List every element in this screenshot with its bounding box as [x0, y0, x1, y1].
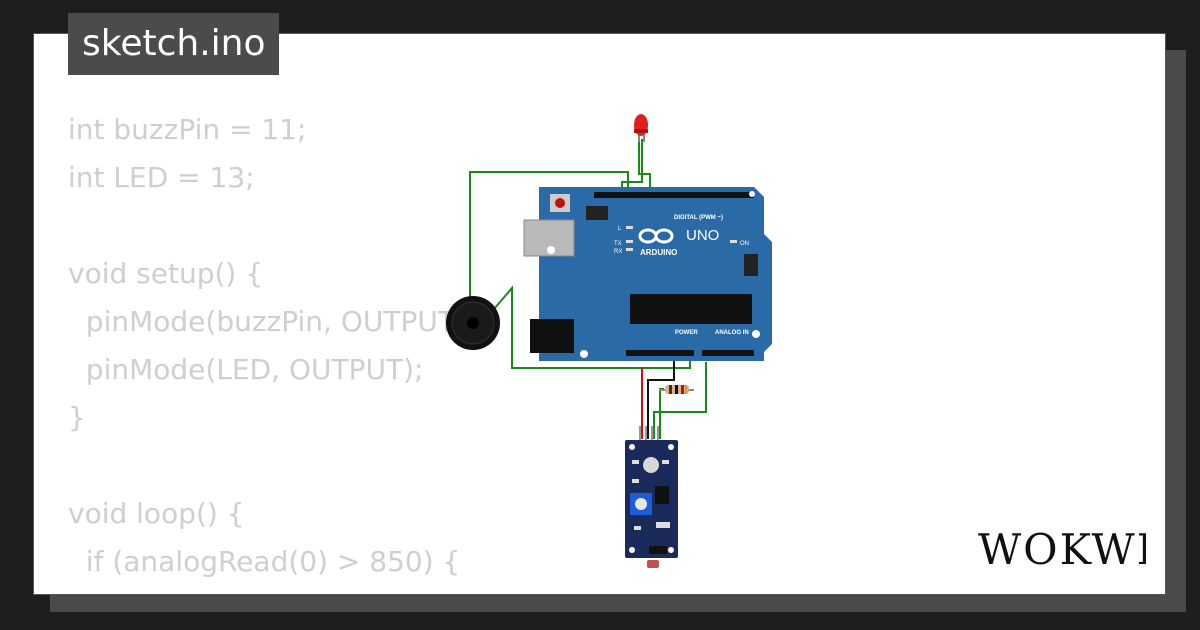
- power-jack: [530, 319, 574, 353]
- wire-sensor-ao: [659, 388, 664, 439]
- photoresistor-sensor-module[interactable]: [625, 426, 678, 568]
- analog-header-label: ANALOG IN: [715, 330, 749, 336]
- wire-sensor-gnd: [647, 357, 675, 439]
- board-brand-label: ARDUINO: [640, 248, 677, 257]
- red-led[interactable]: [634, 114, 648, 142]
- power-header: [626, 350, 694, 356]
- wire-buzzer-pin: [493, 285, 691, 369]
- code-line: pinMode(LED, OUTPUT);: [68, 353, 424, 386]
- circuit-diagram: UNO ARDUINO DIGITAL (PWM ~) POWER ANALOG…: [446, 114, 772, 568]
- code-line: if (analogRead(0) > 850) {: [68, 545, 461, 578]
- wire-sensor-vcc: [641, 367, 644, 439]
- power-header-label: POWER: [675, 330, 698, 336]
- buzzer[interactable]: [446, 296, 500, 350]
- board-model-label: UNO: [686, 227, 719, 244]
- wire-led-anode: [638, 139, 651, 194]
- led-l-label: L: [618, 226, 622, 232]
- led-on-label: ON: [740, 241, 749, 247]
- led-tx-label: TX: [614, 241, 622, 247]
- code-line: void loop() {: [68, 497, 245, 530]
- sketch-title: sketch.ino: [68, 13, 280, 75]
- atmega-chip: [630, 294, 752, 324]
- wire-sensor-do: [653, 362, 707, 439]
- code-line: }: [68, 401, 86, 434]
- svg-text:WOKWI: WOKWI: [978, 525, 1146, 574]
- arduino-uno-board[interactable]: UNO ARDUINO DIGITAL (PWM ~) POWER ANALOG…: [523, 187, 772, 361]
- wokwi-logo: WOKWI: [978, 525, 1146, 574]
- digital-header: [594, 192, 754, 198]
- code-line: int buzzPin = 11;: [68, 113, 307, 146]
- resistor[interactable]: [659, 385, 694, 394]
- digital-header-label: DIGITAL (PWM ~): [674, 215, 723, 221]
- analog-header: [702, 350, 754, 356]
- code-line: void setup() {: [68, 257, 264, 290]
- led-rx-label: RX: [614, 249, 622, 255]
- preview-card: int buzzPin = 11; int LED = 13; void setup…: [34, 34, 1165, 594]
- code-line: int LED = 13;: [68, 161, 255, 194]
